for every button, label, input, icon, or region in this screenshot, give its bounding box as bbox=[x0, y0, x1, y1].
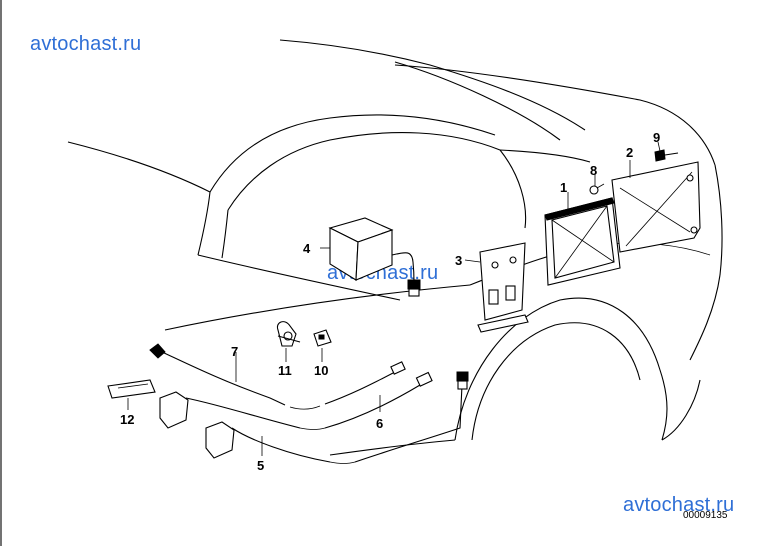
callout-labels: 1 2 3 4 5 6 7 8 9 10 11 12 bbox=[120, 130, 660, 473]
part-2-bracket bbox=[611, 160, 701, 253]
part-4-control-unit bbox=[320, 217, 421, 297]
callout-9: 9 bbox=[653, 130, 660, 145]
callout-12: 12 bbox=[120, 412, 134, 427]
part-1-mounting-plate bbox=[544, 192, 621, 286]
callout-2: 2 bbox=[626, 145, 633, 160]
callout-7: 7 bbox=[231, 344, 238, 359]
part-7-cable bbox=[149, 343, 406, 410]
callout-1: 1 bbox=[560, 180, 567, 195]
callout-5: 5 bbox=[257, 458, 264, 473]
diagram-reference-number: 00009135 bbox=[683, 510, 728, 521]
callout-4: 4 bbox=[303, 241, 311, 256]
part-9-screw bbox=[654, 141, 679, 162]
callout-8: 8 bbox=[590, 163, 597, 178]
part-6-cable bbox=[159, 371, 433, 430]
callout-3: 3 bbox=[455, 253, 462, 268]
watermark-bottom-right: avtochast.ru bbox=[623, 494, 735, 516]
part-8-screw bbox=[589, 174, 605, 195]
car-body-outline bbox=[67, 39, 723, 456]
callout-10: 10 bbox=[314, 363, 328, 378]
part-11-clip bbox=[276, 321, 301, 362]
part-3-holder bbox=[464, 242, 529, 333]
watermark-top-left: avtochast.ru bbox=[30, 33, 142, 55]
callout-6: 6 bbox=[376, 416, 383, 431]
part-10-connector bbox=[313, 329, 332, 362]
part-5-cable bbox=[205, 371, 469, 464]
part-12-clip bbox=[107, 379, 156, 410]
callout-11: 11 bbox=[278, 363, 292, 378]
